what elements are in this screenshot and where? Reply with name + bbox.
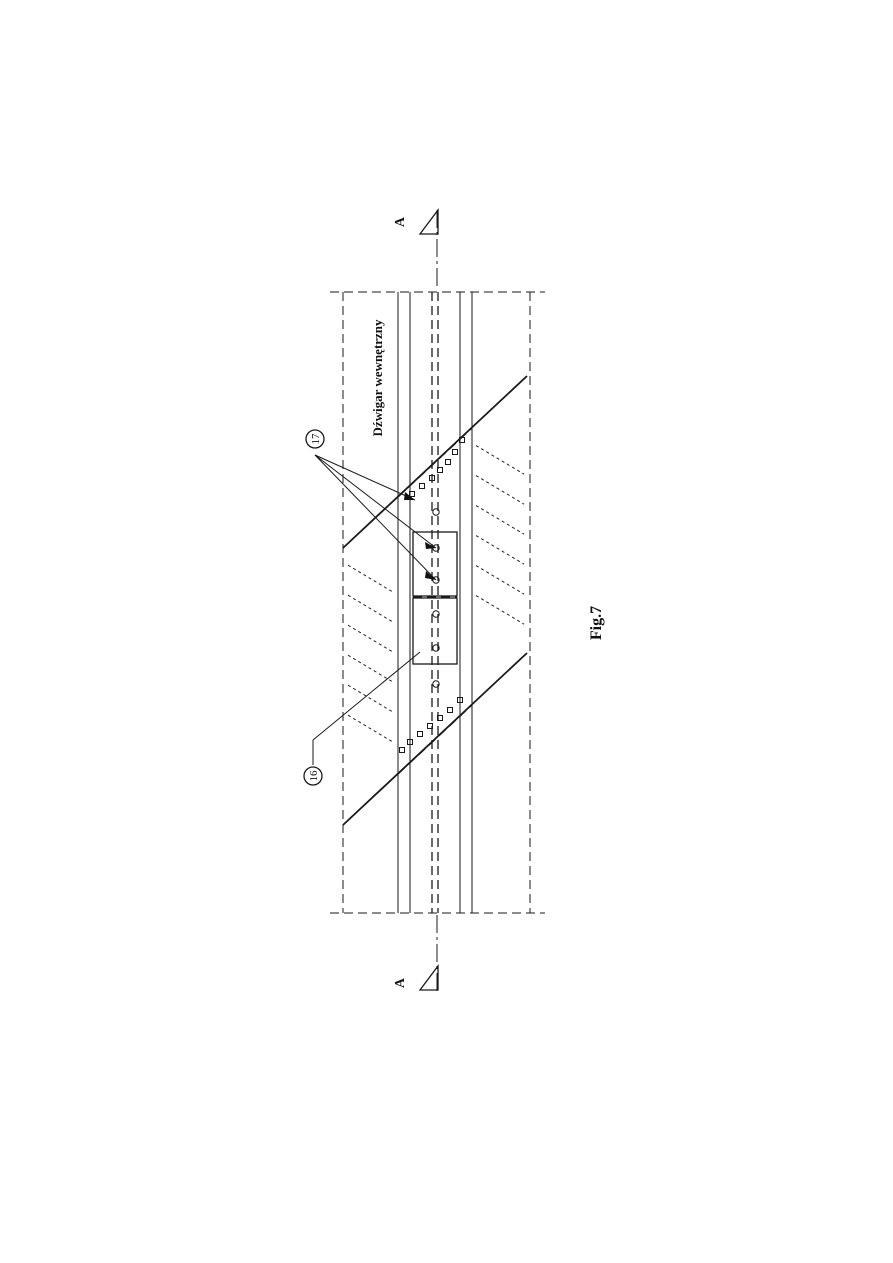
stud-connector (407, 739, 413, 745)
hatch-line (475, 595, 525, 625)
stud-connectors (399, 437, 465, 753)
stud-connector (429, 475, 435, 481)
section-marker-top: A (393, 208, 439, 235)
stud-connector (427, 723, 433, 729)
hatch-line (347, 594, 395, 624)
hatch-line (347, 714, 395, 744)
hatch-line (475, 475, 525, 505)
leader-17: 17 (305, 429, 437, 581)
hatch-line (347, 564, 395, 594)
stud-connector (437, 467, 443, 473)
figure-caption: Fig.7 (588, 606, 605, 640)
stud-connector (447, 707, 453, 713)
stud-connector (399, 747, 405, 753)
hatch-line (347, 624, 395, 654)
stud-connector (452, 449, 458, 455)
beam-lines (397, 292, 473, 913)
ref-17-label: 17 (310, 433, 322, 445)
skew-girder (342, 375, 528, 826)
bolt-hole (432, 610, 440, 618)
bolt-hole (432, 576, 440, 584)
splice-plates (412, 531, 458, 665)
stud-connector (445, 459, 451, 465)
stud-connector (437, 715, 443, 721)
beam-outline (330, 291, 545, 914)
stud-connector (459, 437, 465, 443)
hatch-line (347, 654, 395, 684)
stud-connector (409, 491, 415, 497)
hatch-line (347, 684, 395, 714)
stud-connector (419, 483, 425, 489)
stud-connector (417, 731, 423, 737)
section-label-top: A (393, 216, 408, 227)
section-label-bottom: A (393, 977, 408, 988)
bolt-hole (432, 644, 440, 652)
leader-16: 16 (303, 651, 421, 786)
bolt-hole (432, 680, 440, 688)
hatch-line (475, 505, 525, 535)
hatching (347, 445, 525, 744)
section-marker-bottom: A (393, 964, 439, 991)
stud-connector (457, 697, 463, 703)
beam-label: Dźwigar wewnętrzny (370, 319, 385, 437)
ref-16-label: 16 (308, 770, 320, 782)
bolt-hole (432, 508, 440, 516)
hatch-line (475, 445, 525, 475)
hatch-line (475, 535, 525, 565)
bolt-holes (432, 508, 440, 688)
hatch-line (475, 565, 525, 595)
